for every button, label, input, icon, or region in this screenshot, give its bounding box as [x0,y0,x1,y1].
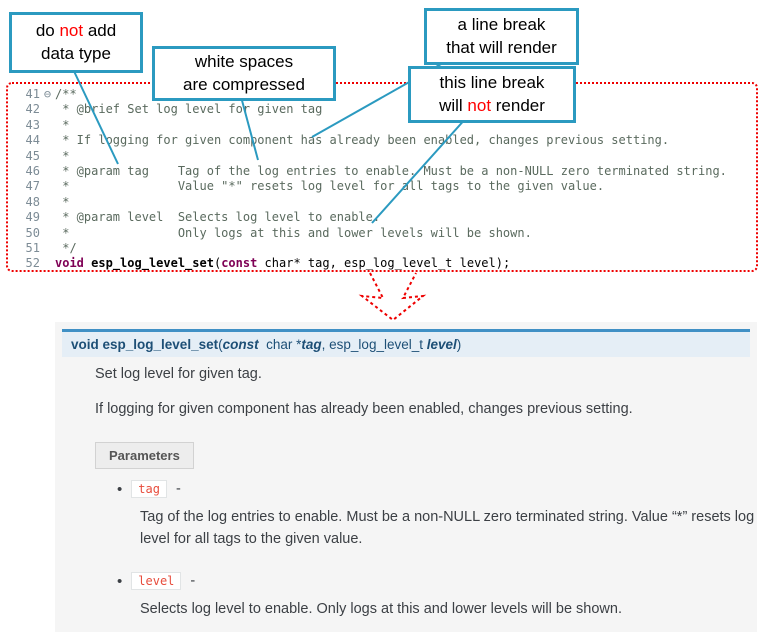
code-text: /** [55,87,77,101]
line-number: 42 [25,102,40,117]
callout-line: that will render [446,37,557,57]
code-text: * @brief Set log level for given tag [55,102,323,117]
code-line: 45 * [14,149,756,164]
bullet-icon: • [117,480,123,498]
code-text: * Only logs at this and lower levels wil… [55,225,532,240]
code-line: 42 * @brief Set log level for given tag [14,102,756,117]
line-number: 51 [25,241,40,256]
callout-whitespace-compressed: white spaces are compressed [152,46,336,101]
line-number: 47 [25,179,40,194]
code-line: 47 * Value "*" resets log level for all … [14,179,756,194]
callout-line: white spaces [194,52,294,72]
code-line: 49 * @param level Selects log level to e… [14,210,756,225]
code-line: 41⊖/** [14,87,756,102]
code-line: 46 * @param tag Tag of the log entries t… [14,164,756,179]
line-number: 43 [25,117,40,132]
code-text: * Value "*" resets log level for all tag… [55,179,605,194]
brief-description: Set log level for given tag. [95,366,262,382]
callout-no-data-type: do not add data type [9,12,143,73]
callout-line-break-not-render: this line break will not render [408,66,576,123]
code-text: */ [55,241,77,256]
code-editor-snippet: 41⊖/** 42 * @brief Set log level for giv… [6,82,758,272]
code-text: * @param level Selects log level to enab… [55,210,381,225]
line-number: 52 [25,256,40,271]
code-line: 43 * [14,118,756,133]
line-number: 49 [25,210,40,225]
rendered-doc-panel: void esp_log_level_set(const char *tag, … [55,322,757,632]
line-number: 50 [25,225,40,240]
code-text: * @param tag Tag of the log entries to e… [55,164,727,179]
param-item-level: • level - [117,572,195,590]
fold-icon: ⊖ [43,87,52,101]
line-number: 44 [25,133,40,148]
code-line: 51 */ [14,241,756,256]
code-text: void esp_log_level_set(const char* tag, … [55,256,511,271]
line-number: 45 [25,148,40,163]
code-line: 44 * If logging for given component has … [14,133,756,148]
line-number: 41 [25,87,40,101]
callout-line: a line break [457,15,546,35]
code-line: 48 * [14,195,756,210]
callout-line: do not add [35,21,117,41]
param-dash: - [175,481,181,497]
detailed-description: If logging for given component has alrea… [95,401,633,417]
callout-line: data type [41,43,111,63]
param-name-chip: tag [131,480,167,498]
callout-line: are compressed [183,74,305,94]
line-number: 46 [25,164,40,179]
param-item-tag: • tag - [117,480,181,498]
param-name-chip: level [131,572,182,590]
param-description-tag: Tag of the log entries to enable. Must b… [140,509,755,548]
callout-line: will not render [439,95,545,115]
doxygen-render-arrow [358,272,427,322]
param-description-level: Selects log level to enable. Only logs a… [140,601,622,617]
line-number: 48 [25,194,40,209]
callout-line-break-renders: a line break that will render [424,8,579,65]
bullet-icon: • [117,572,123,590]
function-signature: void esp_log_level_set(const char *tag, … [62,329,750,357]
param-dash: - [190,573,196,589]
code-text: * [55,117,70,132]
callout-line: this line break [439,73,545,93]
code-text: * If logging for given component has alr… [55,133,670,148]
code-line: 50 * Only logs at this and lower levels … [14,226,756,241]
code-text: * [55,148,70,163]
code-line-function-declaration: 52 void esp_log_level_set(const char* tag… [14,256,756,271]
code-text: * [55,194,70,209]
parameters-label: Parameters [95,442,194,469]
